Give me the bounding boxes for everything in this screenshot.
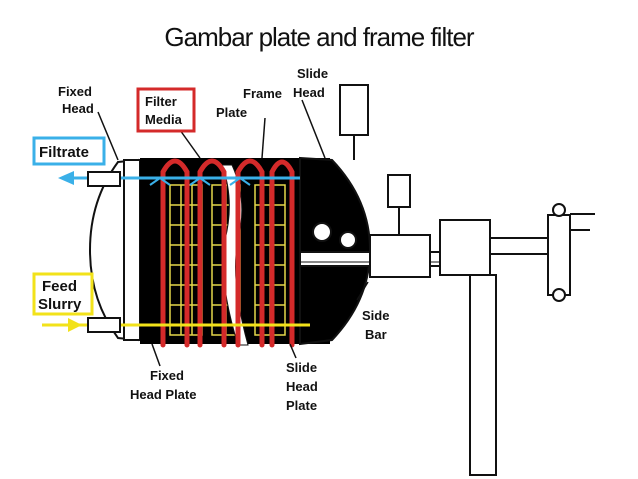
svg-text:Slide: Slide — [297, 66, 328, 81]
label-frame-plate: Frame Plate — [216, 86, 282, 120]
svg-text:Plate: Plate — [216, 105, 247, 120]
filtrate-outlet — [87, 171, 121, 187]
svg-text:Plate: Plate — [286, 398, 317, 413]
feed-flow — [42, 318, 310, 332]
svg-text:Head: Head — [286, 379, 318, 394]
label-fixed-head: Fixed Head — [58, 84, 94, 116]
side-bar-nut — [439, 219, 491, 276]
label-feed-slurry: Feed Slurry — [32, 272, 94, 316]
slide-head-wheel-upper — [312, 222, 332, 242]
label-filter-media: Filter Media — [136, 87, 196, 133]
svg-text:Slide: Slide — [286, 360, 317, 375]
svg-text:Filter: Filter — [145, 94, 177, 109]
leader-lines — [97, 99, 369, 367]
svg-text:Slurry: Slurry — [38, 296, 82, 313]
svg-text:Bar: Bar — [365, 327, 387, 342]
svg-text:Head: Head — [62, 101, 94, 116]
label-slide-head: Slide Head — [293, 66, 328, 100]
svg-text:Filtrate: Filtrate — [39, 144, 89, 161]
screw-shaft — [489, 237, 551, 255]
svg-text:Head: Head — [293, 85, 325, 100]
svg-text:Head Plate: Head Plate — [130, 387, 196, 402]
slide-head-wheel-lower — [339, 231, 357, 249]
svg-text:Frame: Frame — [243, 86, 282, 101]
label-filtrate: Filtrate — [32, 136, 106, 166]
diagram-title: Gambar plate and frame filter — [164, 22, 474, 52]
label-fixed-head-plate: Fixed Head Plate — [130, 368, 196, 402]
svg-text:Fixed: Fixed — [150, 368, 184, 383]
filter-media-cloths — [160, 158, 295, 348]
feed-inlet — [87, 317, 121, 333]
svg-text:Media: Media — [145, 112, 183, 127]
svg-text:Fixed: Fixed — [58, 84, 92, 99]
label-slide-head-plate: Slide Head Plate — [286, 360, 318, 413]
svg-text:Feed: Feed — [42, 278, 77, 295]
svg-text:Side: Side — [362, 308, 389, 323]
support-post — [469, 274, 497, 476]
handwheel — [547, 203, 595, 302]
cutaway-section — [221, 164, 249, 346]
fixed-head-plate-ring — [123, 159, 141, 341]
side-bar-collar — [369, 234, 431, 278]
slide-head-cylinder — [339, 84, 411, 235]
label-side-bar: Side Bar — [362, 308, 389, 342]
